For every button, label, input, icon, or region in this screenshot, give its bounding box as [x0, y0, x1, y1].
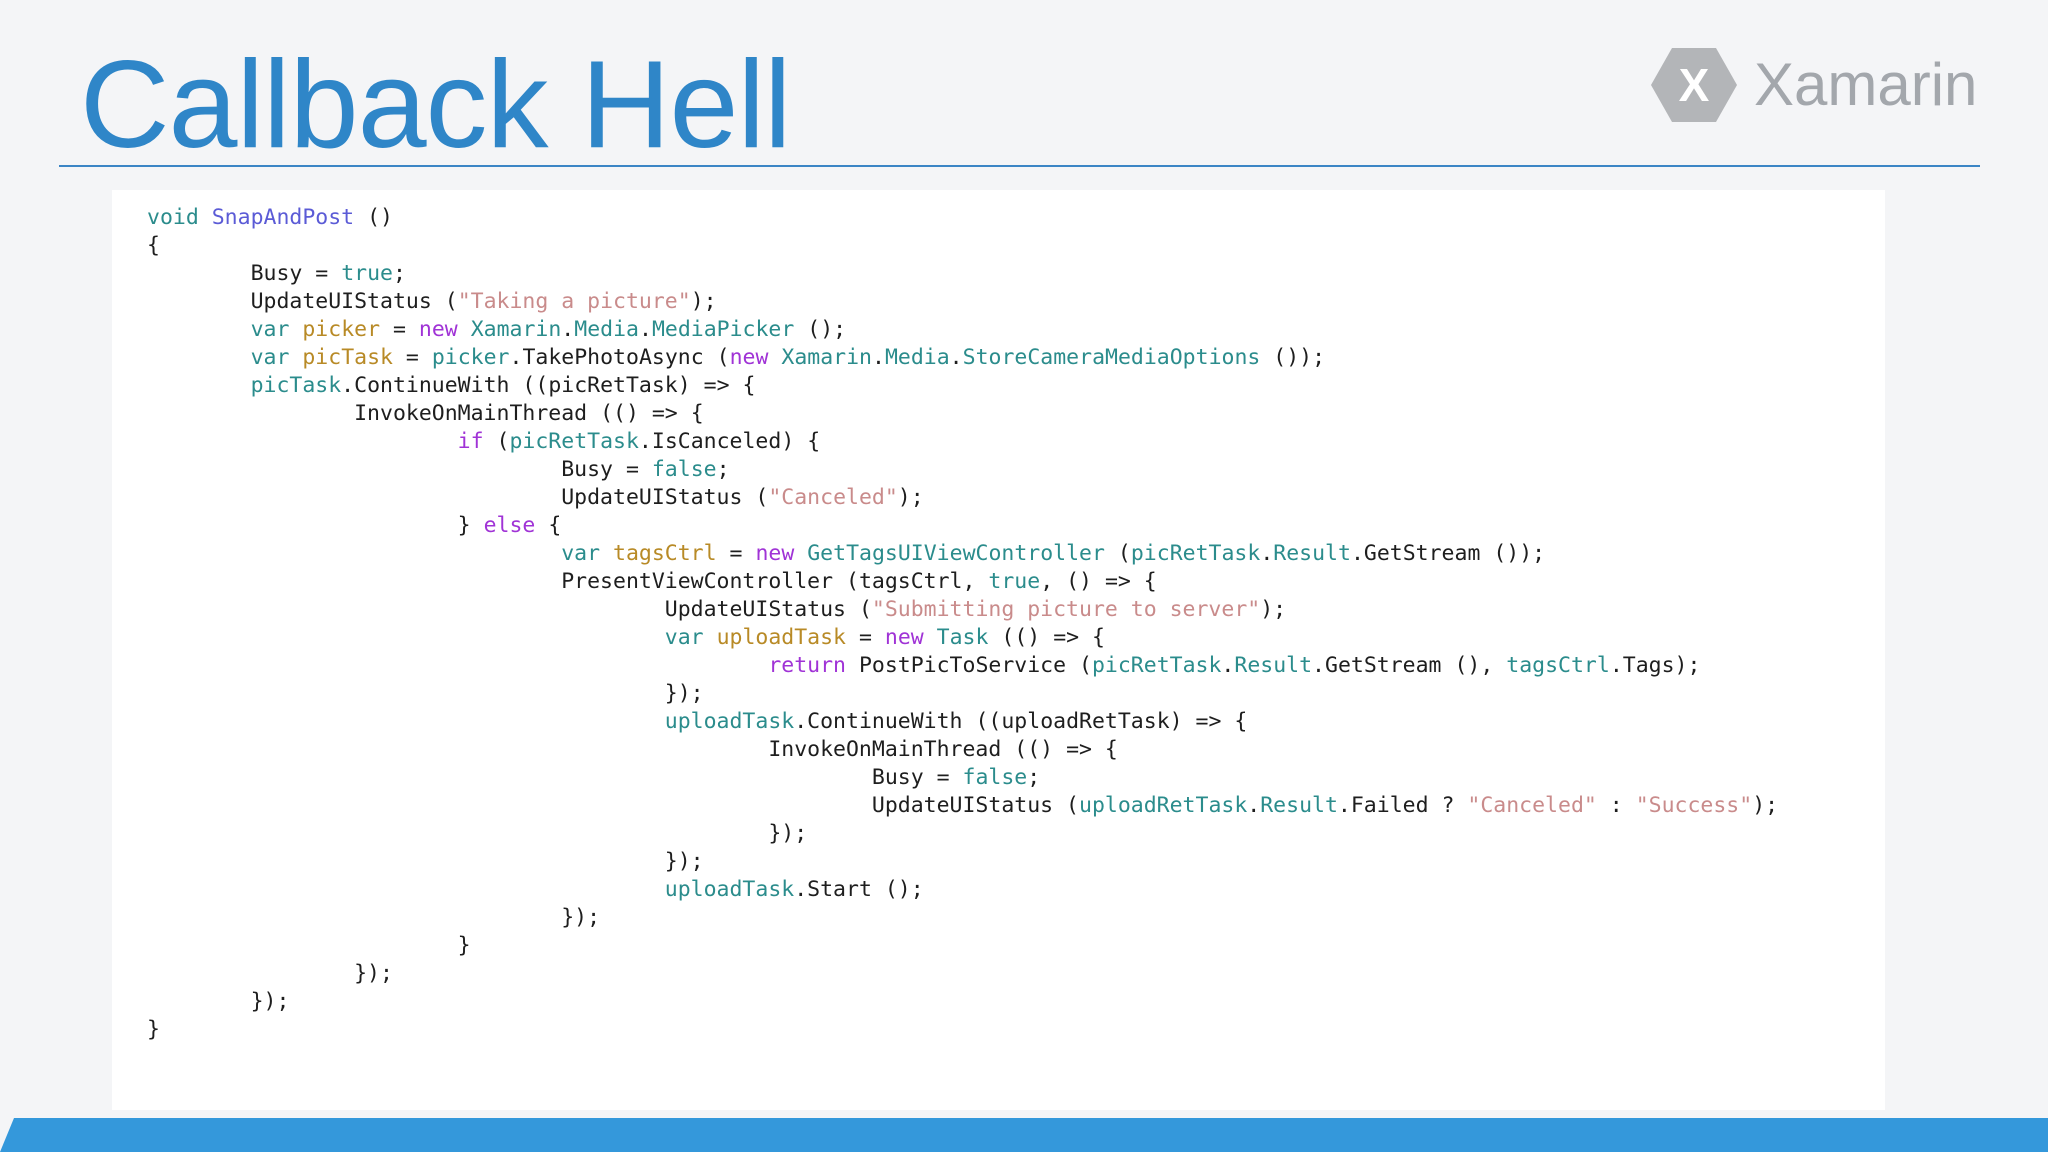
hexagon-x-logo-icon: X — [1651, 48, 1737, 122]
code-line: void SnapAndPost () — [147, 205, 393, 230]
code-line: } else { — [457, 513, 562, 538]
code-line: UpdateUIStatus (uploadRetTask.Result.Fai… — [871, 793, 1779, 818]
code-panel: void SnapAndPost () { Busy = true; Update… — [112, 190, 1885, 1110]
title-divider — [59, 165, 1980, 167]
code-line: }); — [250, 989, 290, 1014]
code-line: var picker = new Xamarin.Media.MediaPick… — [250, 317, 847, 342]
code-line: picTask.ContinueWith ((picRetTask) => { — [250, 373, 756, 398]
code-line: uploadTask.Start (); — [664, 877, 924, 902]
code-line: PresentViewController (tagsCtrl, true, (… — [561, 569, 1157, 594]
code-line: } — [457, 933, 471, 958]
code-line: var picTask = picker.TakePhotoAsync (new… — [250, 345, 1326, 370]
code-line: }); — [561, 905, 601, 930]
code-line: uploadTask.ContinueWith ((uploadRetTask)… — [664, 709, 1248, 734]
code-line: if (picRetTask.IsCanceled) { — [457, 429, 821, 454]
slide-title: Callback Hell — [80, 36, 792, 174]
code-line: { — [147, 233, 160, 258]
xamarin-logo: X Xamarin — [1650, 46, 1977, 124]
code-line: UpdateUIStatus ("Canceled"); — [561, 485, 924, 510]
logo-wordmark: Xamarin — [1754, 51, 1978, 118]
code-line: UpdateUIStatus ("Taking a picture"); — [250, 289, 717, 314]
code-line: }); — [354, 961, 393, 986]
code-line: InvokeOnMainThread (() => { — [768, 737, 1118, 762]
logo-mark-letter: X — [1679, 59, 1710, 111]
code-line: return PostPicToService (picRetTask.Resu… — [768, 653, 1701, 678]
code-line: }); — [768, 821, 808, 846]
code-line: } — [147, 1017, 160, 1042]
code-line: }); — [664, 681, 704, 706]
code-line: UpdateUIStatus ("Submitting picture to s… — [664, 597, 1287, 622]
code-line: Busy = false; — [871, 765, 1041, 790]
code-line: }); — [664, 849, 704, 874]
code-line: InvokeOnMainThread (() => { — [354, 401, 704, 426]
code-line: Busy = false; — [561, 457, 730, 482]
code-block: void SnapAndPost () { Busy = true; Update… — [147, 204, 1778, 1044]
bottom-accent-bar — [0, 1118, 2048, 1152]
code-line: var uploadTask = new Task (() => { — [664, 625, 1105, 650]
code-line: Busy = true; — [250, 261, 406, 286]
code-line: var tagsCtrl = new GetTagsUIViewControll… — [561, 541, 1546, 566]
